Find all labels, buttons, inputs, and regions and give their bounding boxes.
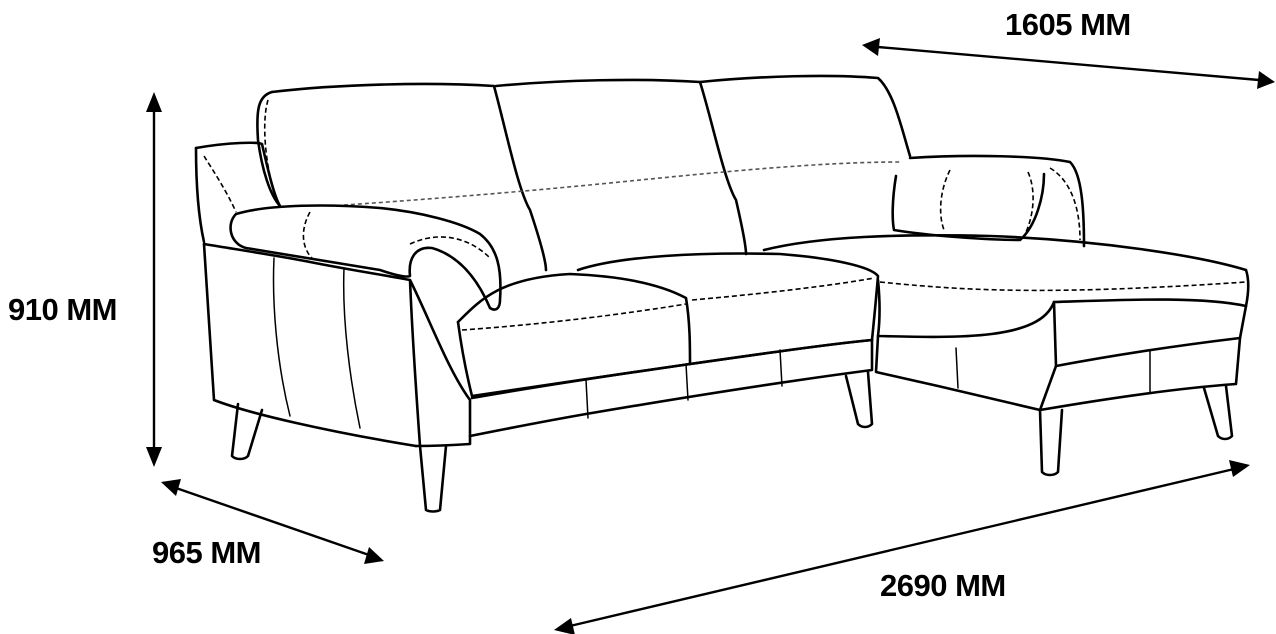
leg-front-left xyxy=(418,444,448,513)
seat-cushion-left xyxy=(456,272,692,366)
back-stitch-line xyxy=(329,161,901,207)
back-cushion-left xyxy=(270,82,548,272)
back-cushion-middle xyxy=(494,78,748,256)
back-cushion-right xyxy=(698,74,912,158)
chaise-front-panel xyxy=(1052,300,1248,368)
height-dimension-label: 910 MM xyxy=(8,292,117,327)
leg-front-chaise-left xyxy=(1038,408,1064,477)
chaise-seat-cushion xyxy=(762,234,1250,308)
seat-base xyxy=(468,338,874,438)
length-dimension-label: 2690 MM xyxy=(880,568,1006,603)
leg-back-left xyxy=(230,402,264,461)
chaise-arrow xyxy=(862,38,1275,89)
length-arrow xyxy=(554,460,1250,634)
depth-arrow xyxy=(161,479,384,564)
leg-front-middle xyxy=(844,370,874,429)
chaise-back-cushion xyxy=(908,154,1086,248)
height-arrow xyxy=(146,92,162,467)
seat-cushion-middle xyxy=(576,252,880,342)
leg-front-chaise-right xyxy=(1202,384,1234,441)
sofa-drawing xyxy=(194,74,1250,513)
chaise-dimension-label: 1605 MM xyxy=(1005,7,1131,42)
left-arm-front xyxy=(202,242,472,448)
depth-dimension-label: 965 MM xyxy=(152,535,261,570)
left-armrest xyxy=(194,141,282,208)
